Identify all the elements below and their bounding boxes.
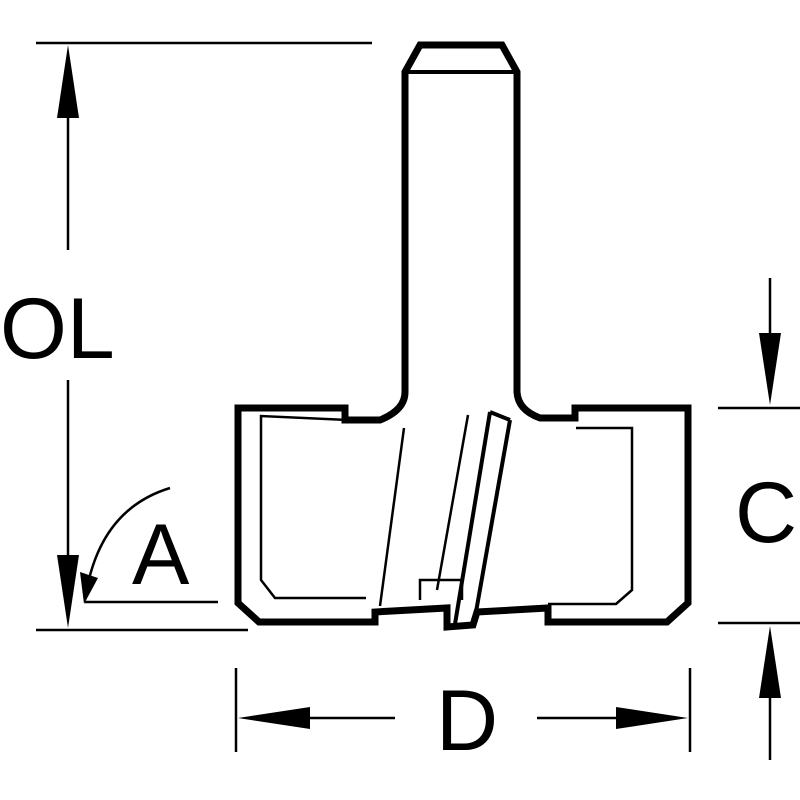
flute-line-1: [378, 427, 406, 607]
ol-label: OL: [0, 281, 115, 377]
d-right-arrow-icon: [616, 707, 688, 729]
ol-dimension: OL: [0, 41, 372, 632]
c-dimension: C: [718, 278, 800, 760]
angle-arrow-icon: [80, 572, 98, 604]
d-left-arrow-icon: [238, 707, 310, 729]
flute-line-3: [453, 411, 492, 625]
c-bottom-arrow-icon: [759, 626, 781, 698]
d-dimension: D: [234, 668, 692, 769]
router-bit: [234, 41, 692, 631]
flute-line-4: [474, 419, 512, 613]
left-inner-edge: [259, 414, 366, 600]
angle-dimension: A: [80, 486, 218, 604]
center-notch: [418, 578, 464, 600]
c-label: C: [735, 465, 797, 561]
flute-top-cap: [489, 410, 511, 422]
c-top-arrow-icon: [759, 333, 781, 405]
angle-label: A: [132, 507, 190, 603]
d-label: D: [436, 673, 498, 769]
bit-outline: [234, 41, 692, 631]
right-inner-edge: [548, 426, 634, 606]
ol-bottom-arrow-icon: [57, 555, 79, 628]
flute-line-2: [435, 414, 470, 591]
ol-top-arrow-icon: [57, 45, 79, 118]
